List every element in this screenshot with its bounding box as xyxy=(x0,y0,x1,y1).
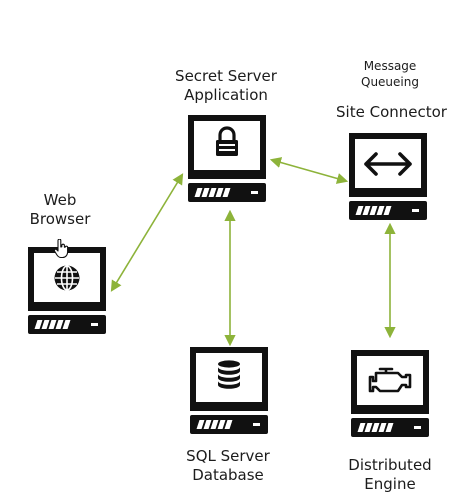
distributed-engine-label-line2: Engine xyxy=(364,475,416,493)
secret-server-base xyxy=(188,183,266,202)
web-browser-base xyxy=(28,315,106,334)
web-browser-monitor xyxy=(28,247,106,311)
site-connector-base xyxy=(349,201,427,220)
secret-server-label: Secret Server Application xyxy=(165,67,287,105)
distributed-engine-monitor xyxy=(351,350,429,414)
sql-server-label-line1: SQL Server xyxy=(186,447,270,465)
globe-icon xyxy=(54,265,80,291)
site-connector-label: Site Connector xyxy=(336,103,447,121)
web-browser-label-line2: Browser xyxy=(29,210,91,228)
sql-server-node xyxy=(190,347,268,437)
site-connector-node xyxy=(349,133,427,223)
engine-icon xyxy=(368,367,412,393)
edge-browser-secret-server xyxy=(110,173,184,292)
bidirectional-arrow-icon xyxy=(364,152,412,176)
secret-server-node xyxy=(188,115,266,205)
distributed-engine-label: Distributed Engine xyxy=(335,456,445,494)
sql-server-base xyxy=(190,415,268,434)
message-queueing-line1: Message xyxy=(363,59,417,73)
message-queueing-line2: Queueing xyxy=(361,75,419,89)
secret-server-label-line1: Secret Server xyxy=(175,67,277,85)
web-browser-node xyxy=(28,247,106,337)
sql-server-label: SQL Server Database xyxy=(168,447,288,485)
sql-server-label-line2: Database xyxy=(192,466,264,484)
hand-pointer-icon xyxy=(53,239,69,259)
lock-icon xyxy=(216,126,238,156)
distributed-engine-node xyxy=(351,350,429,440)
message-queueing-label: Message Queueing xyxy=(350,58,430,90)
distributed-engine-label-line1: Distributed xyxy=(348,456,432,474)
edge-secret-server-site-connector xyxy=(269,157,349,184)
web-browser-label-line1: Web xyxy=(43,191,77,209)
web-browser-label: Web Browser xyxy=(25,191,95,229)
database-icon xyxy=(218,360,240,389)
distributed-engine-base xyxy=(351,418,429,437)
secret-server-label-line2: Application xyxy=(184,86,268,104)
